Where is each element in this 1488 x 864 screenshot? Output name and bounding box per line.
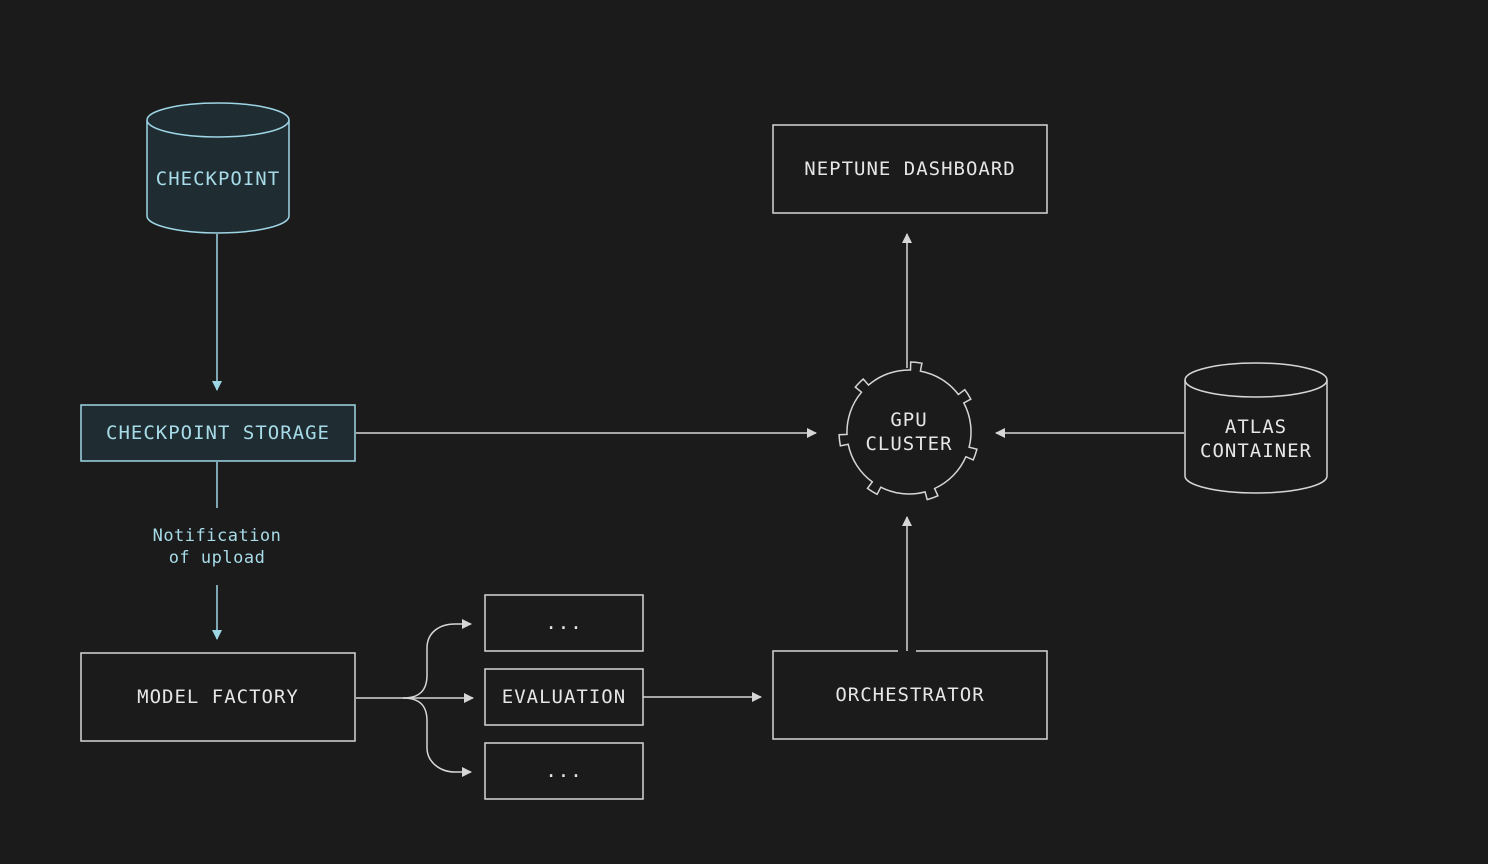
- branch-top-box: ...: [484, 594, 644, 652]
- neptune-dashboard-box: NEPTUNE DASHBOARD: [772, 124, 1048, 214]
- evaluation-box: EVALUATION: [484, 668, 644, 726]
- branch-bottom-label: ...: [545, 760, 582, 782]
- notification-line-1: Notification: [153, 526, 282, 546]
- model-factory-label: MODEL FACTORY: [137, 686, 299, 708]
- atlas-container-line-1: ATLAS: [1225, 416, 1287, 438]
- model-factory-box: MODEL FACTORY: [80, 652, 356, 742]
- evaluation-label: EVALUATION: [502, 686, 626, 708]
- orchestrator-box: ORCHESTRATOR: [772, 650, 1048, 740]
- neptune-dashboard-label: NEPTUNE DASHBOARD: [804, 158, 1015, 180]
- checkpoint-database: CHECKPOINT: [146, 102, 290, 234]
- notification-annotation: Notification of upload: [153, 526, 282, 568]
- checkpoint-storage-label: CHECKPOINT STORAGE: [106, 422, 330, 444]
- checkpoint-storage-box: CHECKPOINT STORAGE: [80, 404, 356, 462]
- atlas-container-database: ATLAS CONTAINER: [1184, 362, 1328, 494]
- atlas-container-line-2: CONTAINER: [1200, 440, 1312, 462]
- gpu-cluster-line-2: CLUSTER: [865, 433, 952, 455]
- notification-line-2: of upload: [169, 548, 266, 568]
- branch-bottom-box: ...: [484, 742, 644, 800]
- checkpoint-label: CHECKPOINT: [156, 168, 280, 190]
- connectors: [212, 233, 1184, 777]
- arrow-fanout-top: [402, 619, 472, 699]
- orchestrator-label: ORCHESTRATOR: [835, 684, 984, 706]
- gear-icon: [838, 361, 978, 501]
- branch-top-label: ...: [545, 612, 582, 634]
- arrow-fanout-bottom: [402, 697, 472, 777]
- gpu-cluster-node: GPU CLUSTER: [838, 361, 978, 501]
- gpu-cluster-line-1: GPU: [890, 409, 927, 431]
